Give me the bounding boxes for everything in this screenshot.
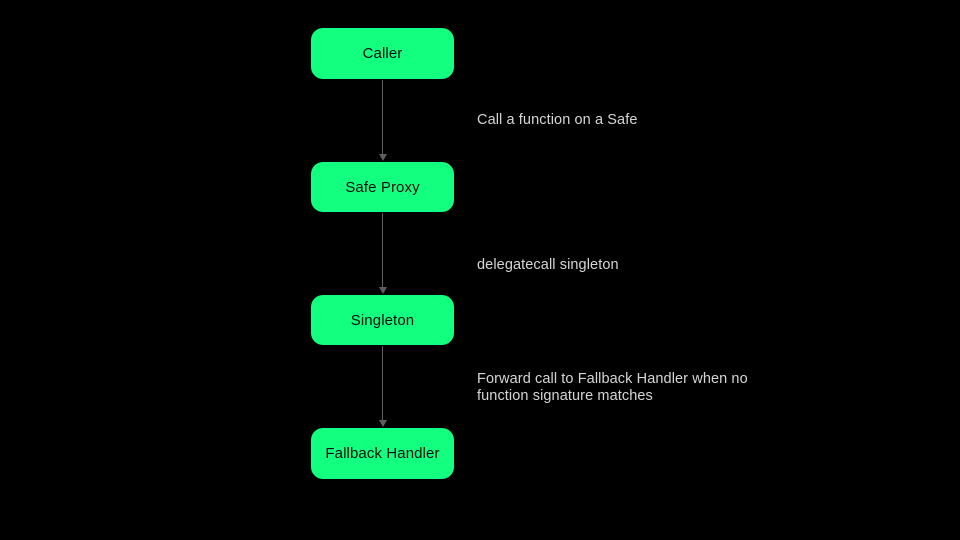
arrow-head-icon <box>378 154 387 161</box>
node-caller: Caller <box>311 28 454 79</box>
edge-label-delegatecall: delegatecall singleton <box>477 257 619 273</box>
node-singleton: Singleton <box>311 295 454 345</box>
node-fallback-handler: Fallback Handler <box>311 428 454 479</box>
arrow-head-icon <box>378 287 387 294</box>
edge-label-call-function: Call a function on a Safe <box>477 112 638 128</box>
arrow-line <box>382 213 383 287</box>
edge-label-forward-call: Forward call to Fallback Handler when no… <box>477 371 748 404</box>
node-safe-proxy: Safe Proxy <box>311 162 454 212</box>
arrow-line <box>382 80 383 154</box>
arrow-line <box>382 346 383 420</box>
arrow-singleton-to-fallback-handler <box>377 346 388 427</box>
arrow-caller-to-safe-proxy <box>377 80 388 161</box>
arrow-head-icon <box>378 420 387 427</box>
arrow-safe-proxy-to-singleton <box>377 213 388 294</box>
